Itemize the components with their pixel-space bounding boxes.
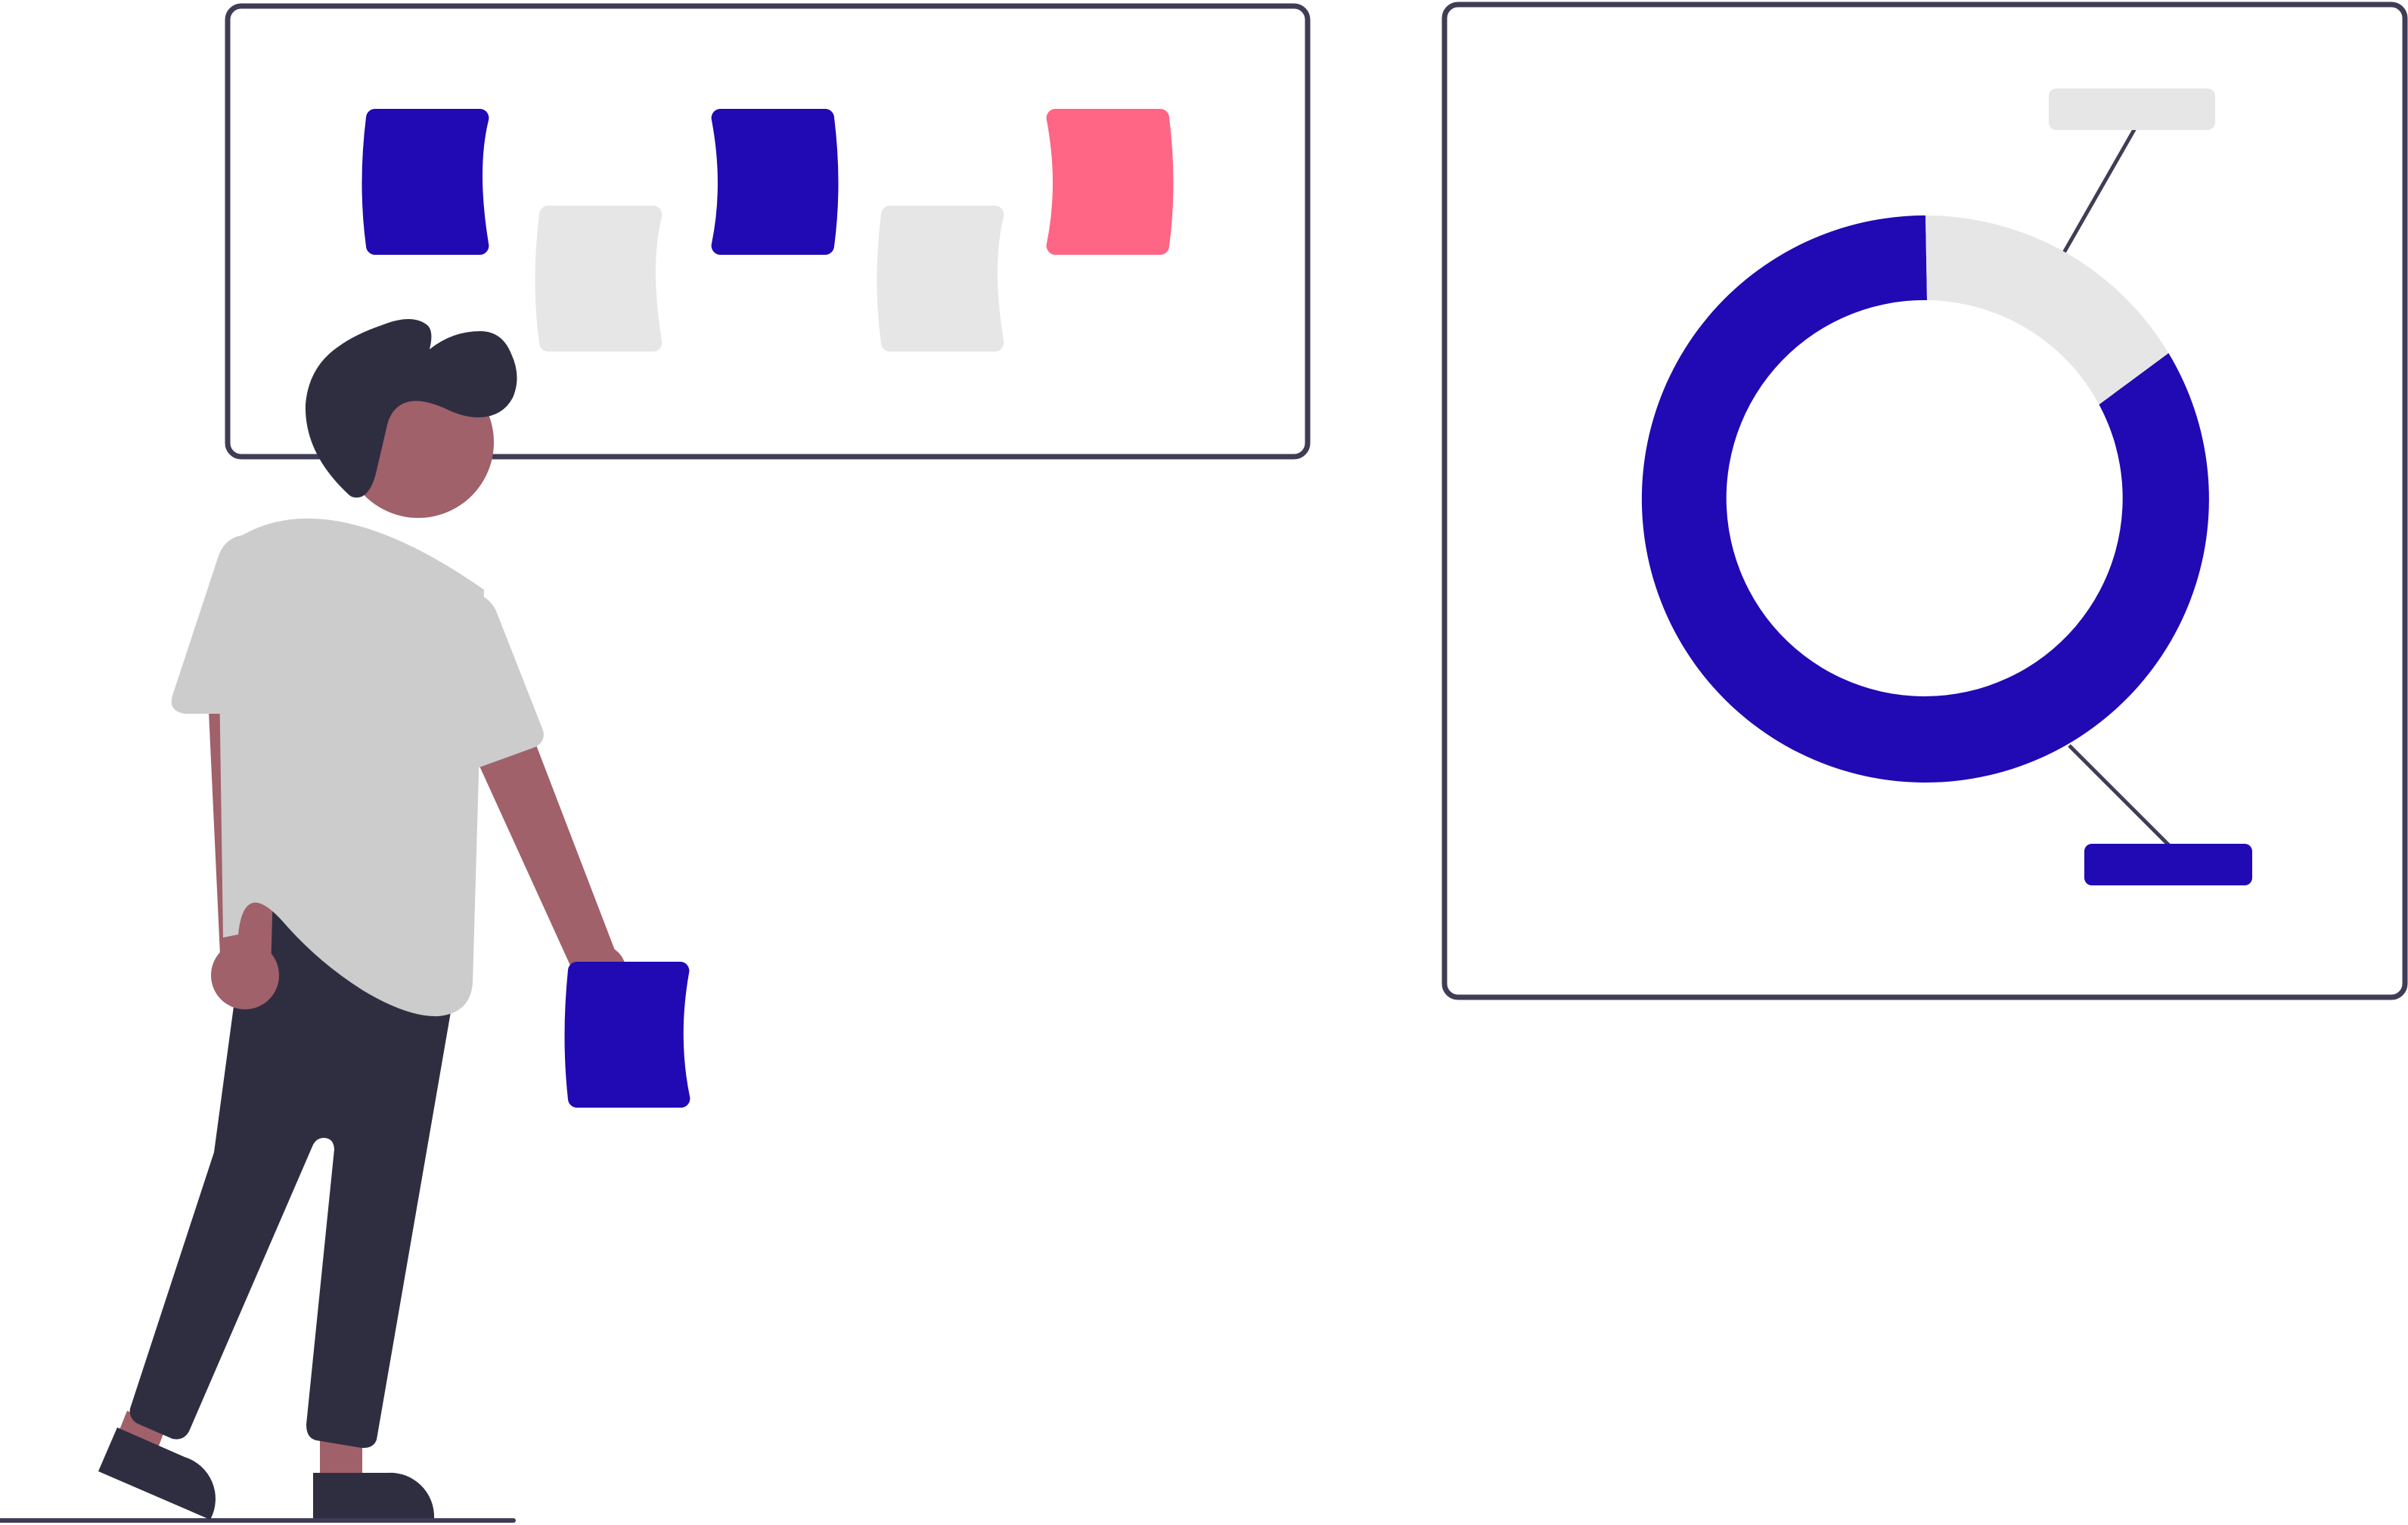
donut-segment-muted (1925, 215, 2169, 404)
person-sleeve-left (171, 535, 287, 714)
person-hair (305, 319, 517, 498)
person-held-card (564, 962, 690, 1108)
person-arm-right (475, 727, 616, 975)
kanban-cards (362, 109, 1174, 352)
person (98, 319, 690, 1520)
person-shirt (218, 518, 484, 1017)
kanban-card-5 (1046, 109, 1174, 255)
person-pants (129, 885, 469, 1449)
person-shoe-right (313, 1472, 435, 1518)
chart-label-tag-bottom (2084, 844, 2252, 885)
kanban-card-1 (362, 109, 489, 255)
kanban-card-3 (711, 109, 839, 255)
kanban-card-2 (535, 206, 663, 352)
chart-label-tag-top (2049, 88, 2215, 130)
person-shoe-left (98, 1427, 216, 1520)
kanban-card-4 (877, 206, 1004, 352)
leader-line-bottom (2068, 744, 2171, 847)
chart-board-frame (1441, 2, 2408, 1000)
donut-chart (1641, 88, 2252, 885)
leader-line-top (2061, 126, 2138, 256)
person-hand-left (211, 941, 279, 1009)
person-sleeve-right (454, 590, 544, 771)
donut-segment-primary (1641, 215, 2209, 783)
